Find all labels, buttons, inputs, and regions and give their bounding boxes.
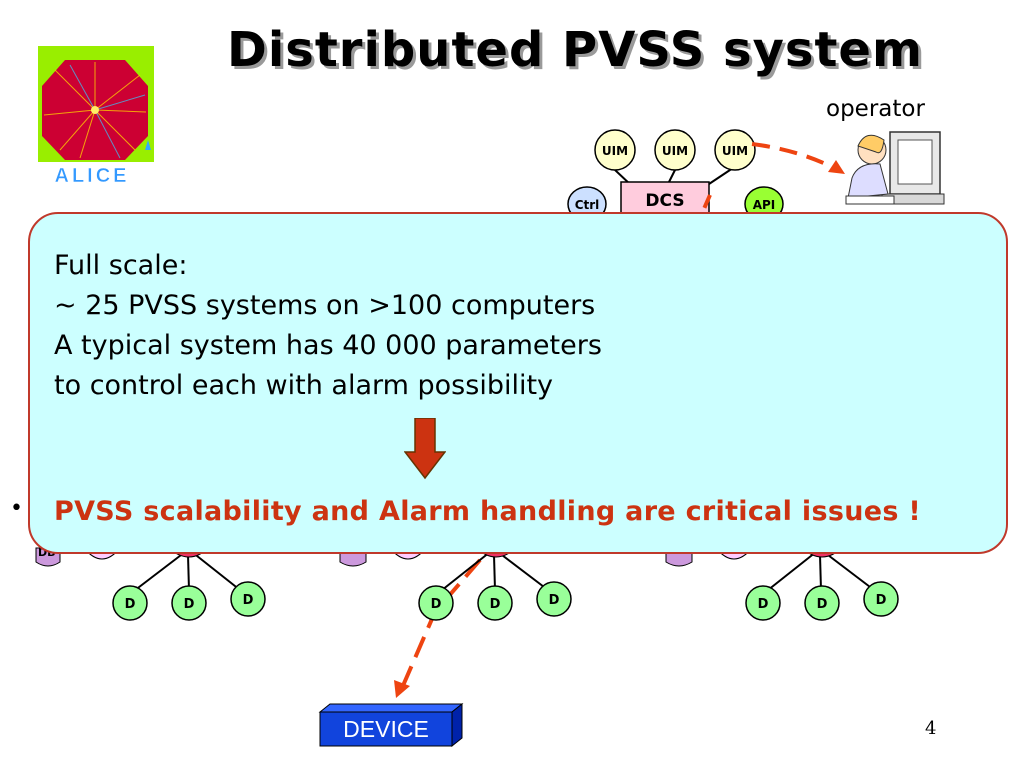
uim-label-1: UIM (602, 144, 628, 158)
device-node-2-1[interactable] (418, 585, 454, 621)
device-node-3-1[interactable] (745, 585, 781, 621)
device-label-2-3: D (549, 593, 560, 608)
page-number: 4 (925, 718, 937, 739)
device-label-3-2: D (817, 597, 828, 612)
device-node-3-3[interactable] (863, 581, 899, 617)
info-line-3: A typical system has 40 000 parameters (54, 330, 602, 361)
device-node-2-3[interactable] (536, 581, 572, 617)
device-label-1-1: D (125, 597, 136, 612)
device-node-1-3[interactable] (230, 581, 266, 617)
device-node-2-2[interactable] (477, 585, 513, 621)
uim-label-3: UIM (722, 144, 748, 158)
operator-label: operator (826, 96, 925, 122)
device-label-1-2: D (184, 597, 195, 612)
device-node-3-2[interactable] (804, 585, 840, 621)
alice-logo (38, 46, 154, 162)
bullet-marker: • (10, 496, 23, 521)
api-label: API (753, 198, 776, 212)
device-label-3-3: D (876, 593, 887, 608)
device-label-3-1: D (758, 597, 769, 612)
info-line-1: Full scale: (54, 250, 188, 281)
dcs-cluster: DCS UIM UIM UIM Ctrl API (567, 129, 784, 222)
logo-text: ALICE (55, 165, 130, 187)
slide-title: Distributed PVSS system (226, 22, 923, 78)
device-label-2-2: D (490, 597, 501, 612)
uim-node-1[interactable] (594, 129, 636, 171)
uim-label-2: UIM (662, 144, 688, 158)
device-label: DEVICE (343, 716, 429, 742)
critical-issues-text: PVSS scalability and Alarm handling are … (54, 496, 922, 527)
ctrl-label: Ctrl (575, 198, 600, 212)
operator-figure (845, 131, 945, 205)
device-label-2-1: D (431, 597, 442, 612)
device-node-1-1[interactable] (112, 585, 148, 621)
subsystem-3: DB D D D (665, 545, 899, 621)
subsystem-1: DB D D D (35, 545, 266, 621)
subsystem-2: DB D D D (339, 545, 572, 621)
device-box[interactable]: DEVICE (318, 702, 468, 748)
dcs-label: DCS (645, 191, 684, 211)
down-arrow-icon (404, 418, 446, 480)
uim-node-2[interactable] (654, 129, 696, 171)
device-label-1-3: D (243, 593, 254, 608)
info-line-4: to control each with alarm possibility (54, 370, 554, 401)
info-callout: Full scale: ~ 25 PVSS systems on >100 co… (28, 212, 1008, 554)
device-node-1-2[interactable] (171, 585, 207, 621)
uim-node-3[interactable] (714, 129, 756, 171)
info-line-2: ~ 25 PVSS systems on >100 computers (54, 290, 596, 321)
